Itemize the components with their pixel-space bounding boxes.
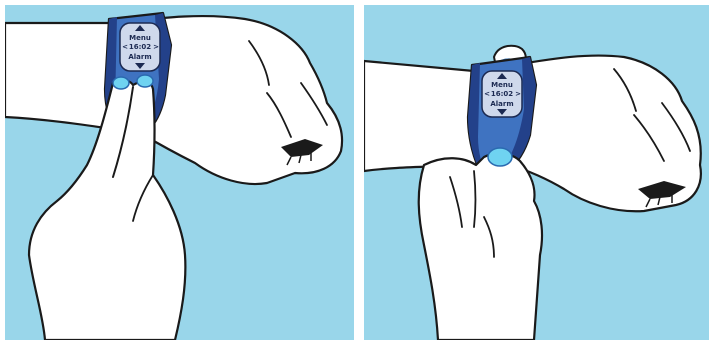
left-side-button-glow — [113, 77, 129, 89]
illustration-panel-two-finger-press: Menu < 16:02 > Alarm — [5, 5, 354, 340]
display-time: 16:02 — [129, 43, 151, 51]
display-time: 16:02 — [491, 90, 513, 98]
bottom-button-glow — [488, 148, 512, 166]
display-alarm-label: Alarm — [128, 53, 151, 61]
illustration-panel-pinch-strap: Menu < 16:02 > Alarm — [364, 5, 709, 340]
display-chevron-left: < — [484, 90, 490, 98]
display-chevron-right: > — [153, 43, 159, 51]
display-chevron-left: < — [122, 43, 128, 51]
illustration-svg: Menu < 16:02 > Alarm — [5, 5, 354, 340]
illustration-svg: Menu < 16:02 > Alarm — [364, 5, 709, 340]
right-side-button-glow — [137, 75, 153, 87]
display-alarm-label: Alarm — [490, 100, 513, 108]
display-chevron-right: > — [515, 90, 521, 98]
pinching-hand — [419, 154, 542, 340]
display-menu-label: Menu — [491, 81, 513, 89]
display-menu-label: Menu — [129, 34, 151, 42]
